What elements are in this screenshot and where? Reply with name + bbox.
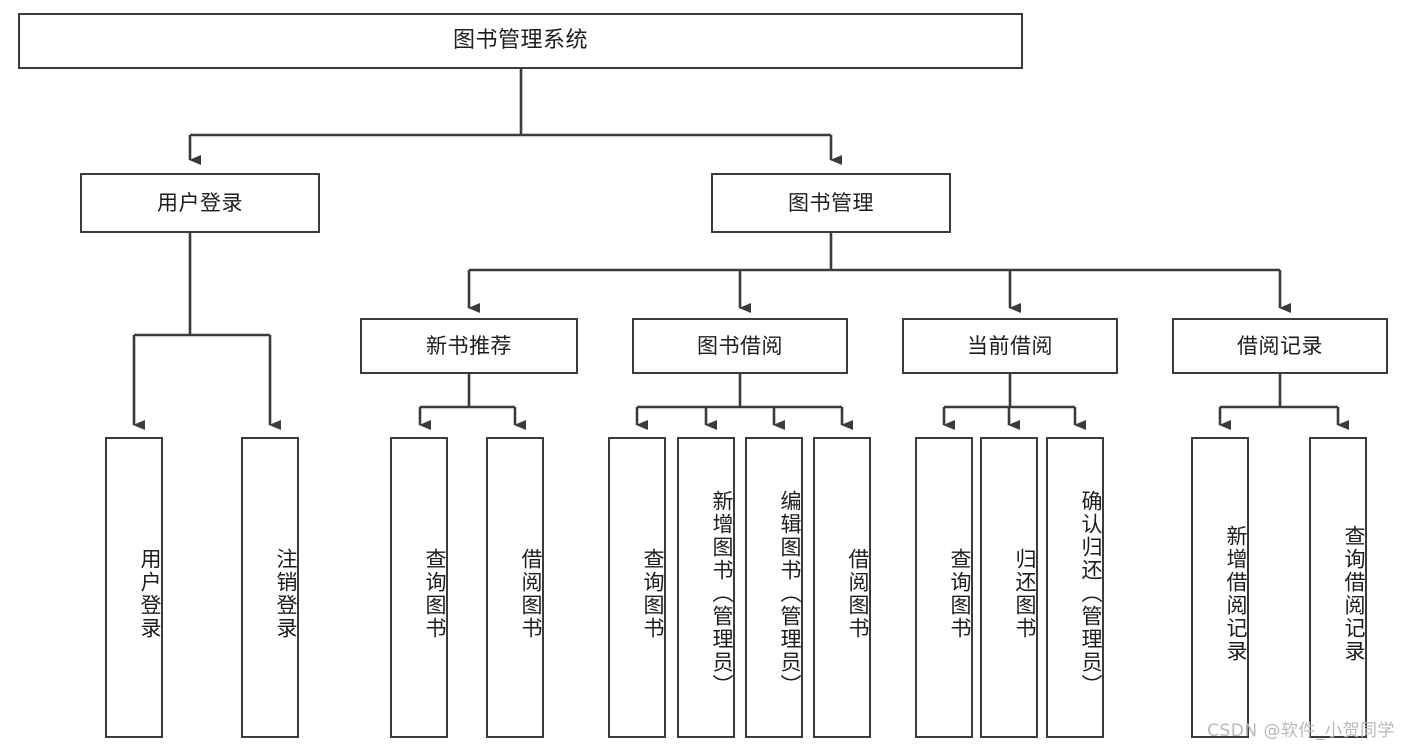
leaf-add-record-label: 新增借阅记录 [1224,524,1248,663]
leaf-query-book-2[interactable]: 查询图书 [608,437,666,738]
leaf-logout-login[interactable]: 注销登录 [241,437,299,738]
leaf-return-book-label: 归还图书 [1013,547,1037,640]
leaf-borrow-book-1-label: 借阅图书 [519,547,543,640]
leaf-add-book-label: 新增图书（管理员） [710,490,734,697]
leaf-query-book-3-label: 查询图书 [948,547,972,640]
node-borrow-record-label: 借阅记录 [1237,333,1323,358]
leaf-user-login-label: 用户登录 [138,547,162,640]
leaf-confirm-return[interactable]: 确认归还（管理员） [1046,437,1104,738]
leaf-confirm-return-label: 确认归还（管理员） [1079,490,1103,697]
node-book-borrow[interactable]: 图书借阅 [632,318,848,374]
leaf-borrow-book-1[interactable]: 借阅图书 [486,437,544,738]
node-borrow-record[interactable]: 借阅记录 [1172,318,1388,374]
node-current-borrow-label: 当前借阅 [967,333,1053,358]
leaf-return-book[interactable]: 归还图书 [980,437,1038,738]
node-root[interactable]: 图书管理系统 [18,13,1023,69]
leaf-query-book-1[interactable]: 查询图书 [390,437,448,738]
node-root-label: 图书管理系统 [452,28,588,54]
node-book-borrow-label: 图书借阅 [697,333,783,358]
node-user-login[interactable]: 用户登录 [80,173,320,233]
leaf-borrow-book-2[interactable]: 借阅图书 [813,437,871,738]
leaf-borrow-book-2-label: 借阅图书 [846,547,870,640]
leaf-query-record[interactable]: 查询借阅记录 [1309,437,1367,738]
leaf-edit-book-label: 编辑图书（管理员） [778,490,802,697]
leaf-query-book-2-label: 查询图书 [641,547,665,640]
node-user-login-label: 用户登录 [157,190,243,215]
leaf-query-record-label: 查询借阅记录 [1342,524,1366,663]
leaf-logout-login-label: 注销登录 [274,547,298,640]
node-book-manage[interactable]: 图书管理 [711,173,951,233]
node-current-borrow[interactable]: 当前借阅 [902,318,1118,374]
leaf-add-book[interactable]: 新增图书（管理员） [677,437,735,738]
leaf-add-record[interactable]: 新增借阅记录 [1191,437,1249,738]
leaf-query-book-1-label: 查询图书 [423,547,447,640]
leaf-edit-book[interactable]: 编辑图书（管理员） [745,437,803,738]
leaf-query-book-3[interactable]: 查询图书 [915,437,973,738]
node-book-manage-label: 图书管理 [788,190,874,215]
leaf-user-login[interactable]: 用户登录 [105,437,163,738]
node-new-book-recommend[interactable]: 新书推荐 [360,318,578,374]
node-new-book-recommend-label: 新书推荐 [426,333,512,358]
